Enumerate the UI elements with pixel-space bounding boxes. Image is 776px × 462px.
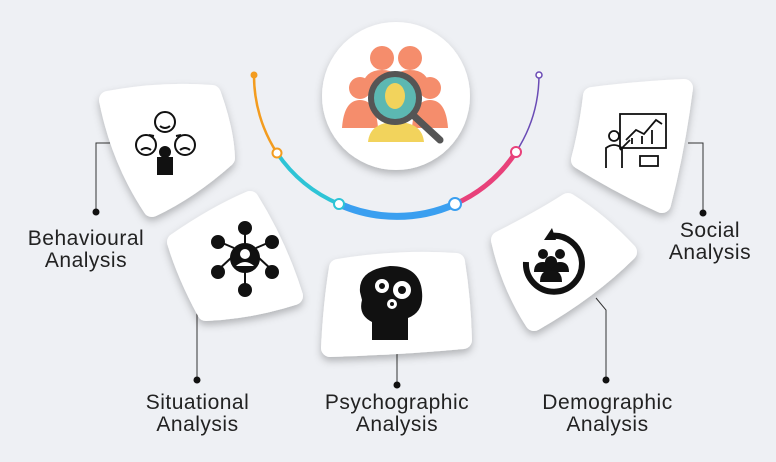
dot-behavioural bbox=[92, 208, 100, 216]
label-situational: Situational Analysis bbox=[120, 392, 275, 436]
dot-social bbox=[699, 209, 707, 217]
label-line: Behavioural bbox=[27, 227, 145, 250]
leader-line-social bbox=[688, 142, 704, 213]
arc-segment-blue bbox=[335, 200, 459, 220]
label-line: Situational bbox=[145, 391, 250, 414]
label-line: Analysis bbox=[44, 249, 128, 272]
network-person-icon bbox=[211, 221, 279, 297]
arc-segment-cyan bbox=[275, 151, 341, 206]
arc-node bbox=[271, 147, 283, 159]
arc-endpoint-right bbox=[535, 71, 543, 79]
card-demographic bbox=[491, 193, 637, 331]
label-demographic: Demographic Analysis bbox=[525, 392, 690, 436]
leader-line-behavioural bbox=[95, 142, 110, 212]
label-line: Psychographic bbox=[324, 391, 470, 414]
arc-segment-orange bbox=[252, 73, 279, 155]
dot-psychographic bbox=[393, 381, 401, 389]
group-cycle-icon bbox=[522, 228, 585, 295]
dot-demographic bbox=[602, 376, 610, 384]
card-social bbox=[571, 79, 693, 213]
arc-endpoint-left bbox=[250, 71, 258, 79]
label-line: Analysis bbox=[668, 241, 752, 264]
label-psychographic: Psychographic Analysis bbox=[300, 392, 494, 436]
label-behavioural: Behavioural Analysis bbox=[10, 228, 162, 272]
arc-node bbox=[510, 146, 522, 158]
label-line: Demographic bbox=[542, 391, 673, 414]
dot-situational bbox=[193, 376, 201, 384]
arc-segment-pink bbox=[452, 149, 519, 207]
head-gears-icon bbox=[359, 266, 423, 340]
label-line: Analysis bbox=[156, 413, 239, 436]
label-line: Analysis bbox=[355, 413, 439, 436]
arc-node bbox=[448, 197, 462, 211]
leader-line-demographic bbox=[595, 297, 607, 380]
label-line: Analysis bbox=[566, 413, 649, 436]
label-social: Social Analysis bbox=[650, 220, 770, 264]
arc-segment-purple bbox=[515, 74, 540, 153]
audience-search-icon bbox=[342, 46, 448, 144]
arc-node bbox=[333, 198, 345, 210]
presentation-chart-icon bbox=[605, 113, 667, 168]
faces-emotions-icon bbox=[135, 111, 196, 175]
label-line: Social bbox=[679, 219, 741, 242]
